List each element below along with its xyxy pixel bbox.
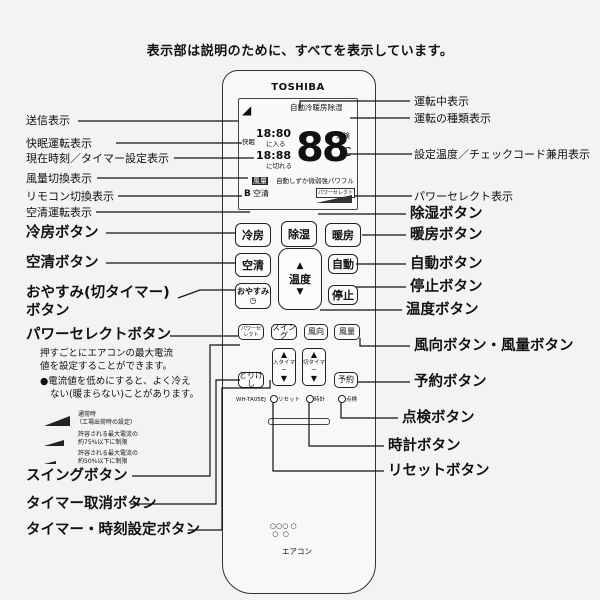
lcd-temp-unit: ℃ (338, 145, 352, 159)
label-reserve-button: 予約ボタン (414, 374, 487, 390)
legend-3b: 約50%以下に制限 (78, 458, 128, 465)
on-timer-up-icon[interactable]: ▲ (280, 350, 288, 359)
swing-button[interactable]: スイング (271, 323, 297, 340)
label-power-button: パワーセレクトボタン (26, 327, 171, 343)
lcd-check: 点検 (336, 132, 350, 140)
power-note-1: 押すごとにエアコンの最大電流 (40, 348, 174, 359)
power-note-4: ない(暖まらない)ことがあります。 (50, 389, 199, 400)
reserve-button[interactable]: 予約 (334, 372, 358, 388)
legend-3a: 許容される最大電流の (78, 450, 139, 457)
label-clock-button: 時計ボタン (388, 438, 461, 454)
on-timer-down-icon[interactable]: ▼ (280, 374, 288, 383)
check-label: 点検 (346, 397, 358, 403)
lcd-air-clean: 空清 (253, 189, 269, 198)
label-running: 運転中表示 (414, 95, 469, 108)
reset-button[interactable] (270, 395, 278, 403)
sleep-button-label: おやすみ (237, 287, 269, 296)
lcd-power-select: パワーセレクト (316, 188, 356, 198)
label-dry-button: 除湿ボタン (410, 206, 483, 222)
temp-label: 温度 (289, 273, 311, 286)
on-timer-button[interactable]: ▲ 入タイマー ▼ (272, 348, 296, 386)
model-number: WH-TA05EJ (236, 397, 266, 403)
label-send: 送信表示 (26, 114, 70, 127)
temp-down-icon[interactable]: ▼ (296, 287, 304, 297)
off-timer-label: 切タイマー (303, 360, 326, 374)
lcd-fan-modes: 自動しずか微弱強パワフル (276, 177, 354, 185)
legend-2b: 約75%以下に制限 (78, 439, 128, 446)
volume-button[interactable]: 風量 (334, 324, 360, 340)
check-button[interactable] (338, 395, 346, 403)
label-clean-run: 空清運転表示 (26, 206, 92, 219)
lcd-temp: 88 (296, 125, 350, 171)
label-time-button: タイマー・時刻設定ボタン (26, 522, 200, 538)
label-check-button: 点検ボタン (402, 410, 475, 426)
brand-logo: TOSHIBA (271, 82, 325, 93)
label-power-display: パワーセレクト表示 (414, 190, 513, 203)
label-swing-button: スイングボタン (26, 468, 128, 484)
power-level-legend (44, 416, 70, 464)
dry-button[interactable]: 除湿 (281, 221, 317, 247)
lcd-remote-switch: B (244, 189, 251, 199)
auto-button[interactable]: 自動 (328, 254, 358, 274)
direction-button[interactable]: 風向 (304, 324, 328, 340)
power-select-button[interactable]: パワーセレクト (238, 324, 264, 340)
power-level-bars (316, 195, 352, 203)
lcd-clock2: 18:88 (256, 149, 292, 162)
power-note-2: 値を設定することができます。 (40, 361, 173, 372)
stop-button[interactable]: 停止 (328, 285, 358, 305)
label-sleep-run: 快眠運転表示 (26, 137, 92, 150)
lcd-display (238, 98, 358, 210)
label-fan-switch: 風量切換表示 (26, 172, 92, 185)
power-note-3: ●電流値を低めにすると、よく冷え (40, 376, 191, 387)
label-sleep-button: おやすみ(切タイマー) (26, 285, 170, 301)
label-heat-button: 暖房ボタン (410, 227, 483, 243)
heat-button[interactable]: 暖房 (325, 223, 361, 247)
lcd-sleep: 快眠 (242, 138, 255, 146)
caption: 表示部は説明のために、すべてを表示しています。 (146, 44, 454, 59)
off-timer-down-icon[interactable]: ▼ (310, 374, 318, 383)
clock-label: 時計 (314, 397, 326, 403)
run-mode-indicator: 自動冷暖房除湿 (290, 103, 343, 112)
legend-1a: 通常時 (78, 411, 97, 418)
clock-button[interactable] (306, 395, 314, 403)
legend-1b: （工場出荷時の設定） (76, 419, 137, 426)
legend-2a: 許容される最大電流の (78, 431, 139, 438)
lcd-on-label: に入る (266, 140, 286, 148)
temp-button[interactable]: ▲ 温度 ▼ (278, 248, 322, 310)
on-timer-label: 入タイマー (273, 360, 296, 374)
label-cool-button: 冷房ボタン (26, 225, 99, 241)
label-run-type: 運転の種類表示 (414, 112, 491, 125)
sleep-button[interactable]: おやすみ ◷ (235, 283, 271, 309)
temp-up-icon[interactable]: ▲ (296, 261, 304, 271)
label-clean-button: 空清ボタン (26, 255, 99, 271)
remote-bottom-label: エアコン (282, 547, 312, 556)
label-set-temp: 設定温度／チェックコード兼用表示 (414, 148, 590, 161)
clean-button[interactable]: 空清 (235, 253, 271, 277)
lcd-off-label: に切れる (266, 162, 292, 170)
label-reset-button: リセットボタン (388, 463, 490, 479)
off-timer-button[interactable]: ▲ 切タイマー ▼ (302, 348, 326, 386)
label-sleep-button-2: ボタン (26, 303, 70, 319)
label-stop-button: 停止ボタン (410, 279, 483, 295)
send-icon: ◢ (242, 103, 252, 117)
label-temp-button: 温度ボタン (406, 302, 479, 318)
speaker-dots: ○○○ ○ ○ ○ (270, 522, 297, 538)
cover-slot (268, 418, 330, 425)
off-timer-up-icon[interactable]: ▲ (310, 350, 318, 359)
clock-icon: ◷ (249, 296, 257, 305)
cool-button[interactable]: 冷房 (235, 223, 271, 247)
label-auto-button: 自動ボタン (410, 256, 483, 272)
label-cancel-button: タイマー取消ボタン (26, 496, 157, 512)
label-time: 現在時刻／タイマー設定表示 (26, 152, 169, 165)
lcd-fan: 風量 (252, 177, 268, 185)
label-dir-vol-button: 風向ボタン・風量ボタン (414, 338, 574, 354)
label-remote-switch: リモコン切換表示 (26, 190, 114, 203)
lcd-clock: 18:80 (256, 127, 292, 140)
reset-label: リセット (278, 397, 301, 403)
